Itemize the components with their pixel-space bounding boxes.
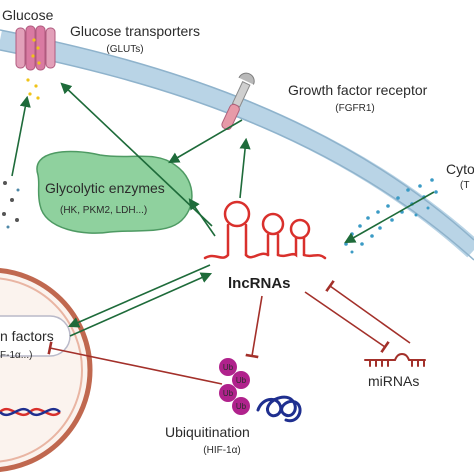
ubiquitin-chain-icon: Ub Ub Ub Ub — [219, 358, 250, 415]
dna-icon — [0, 407, 61, 417]
ub-label: Ub — [223, 389, 234, 398]
gluts-label: (GLUTs) — [106, 44, 143, 55]
arrow-to-transcription-factors — [67, 264, 211, 328]
transcription-factors-sub-label: F-1α...) — [0, 350, 32, 361]
lncrna-icon — [203, 200, 327, 260]
activation-arrows — [11, 82, 435, 337]
arrow-to-fgfr1 — [239, 137, 251, 199]
glucose-label: Glucose — [2, 7, 54, 23]
lncrnas-label: lncRNAs — [228, 275, 291, 292]
glycolytic-enzymes-blob — [36, 150, 193, 234]
transcription-factors-label: n factors — [0, 328, 54, 344]
fgfr1-label: (FGFR1) — [335, 103, 374, 114]
ub-label: Ub — [223, 363, 234, 372]
arrow-cytokine-to-lncrna — [344, 191, 435, 244]
glycolytic-enzymes-label: Glycolytic enzymes — [45, 180, 165, 196]
inhibition-arrows — [47, 280, 411, 385]
ub-label: Ub — [236, 376, 247, 385]
arrow-enzymes-to-glut — [11, 95, 31, 177]
glut-transporter-icon — [15, 25, 56, 100]
ub-label: Ub — [236, 402, 247, 411]
arrow-fgfr1-to-enzymes — [168, 119, 243, 164]
cytokine-label: Cyto — [446, 161, 474, 177]
glycolytic-examples-label: (HK, PKM2, LDH...) — [60, 205, 147, 216]
mirnas-label: miRNAs — [368, 373, 419, 389]
metabolite-dots — [2, 181, 20, 229]
hif1a-protein-icon — [256, 395, 302, 423]
glucose-transporters-label: Glucose transporters — [70, 23, 200, 39]
fgfr1-receptor-icon — [221, 72, 255, 131]
mirna-inhibits-lncrna — [325, 280, 411, 344]
arrow-to-glut — [60, 82, 213, 227]
hif1a-label: (HIF-1α) — [203, 445, 240, 456]
inhibit-ubiquitination — [245, 295, 263, 359]
inhibit-transcription-factor — [47, 341, 223, 385]
inhibit-mirnas — [304, 291, 390, 353]
nucleus — [0, 268, 93, 472]
ubiquitination-label: Ubiquitination — [165, 424, 250, 440]
arrow-to-enzymes — [188, 198, 216, 237]
growth-factor-receptor-label: Growth factor receptor — [288, 82, 428, 98]
mirna-icon — [364, 353, 426, 367]
cytokine-sub-label: (T — [460, 180, 469, 191]
arrow-transcription-to-lncrna — [69, 272, 213, 337]
